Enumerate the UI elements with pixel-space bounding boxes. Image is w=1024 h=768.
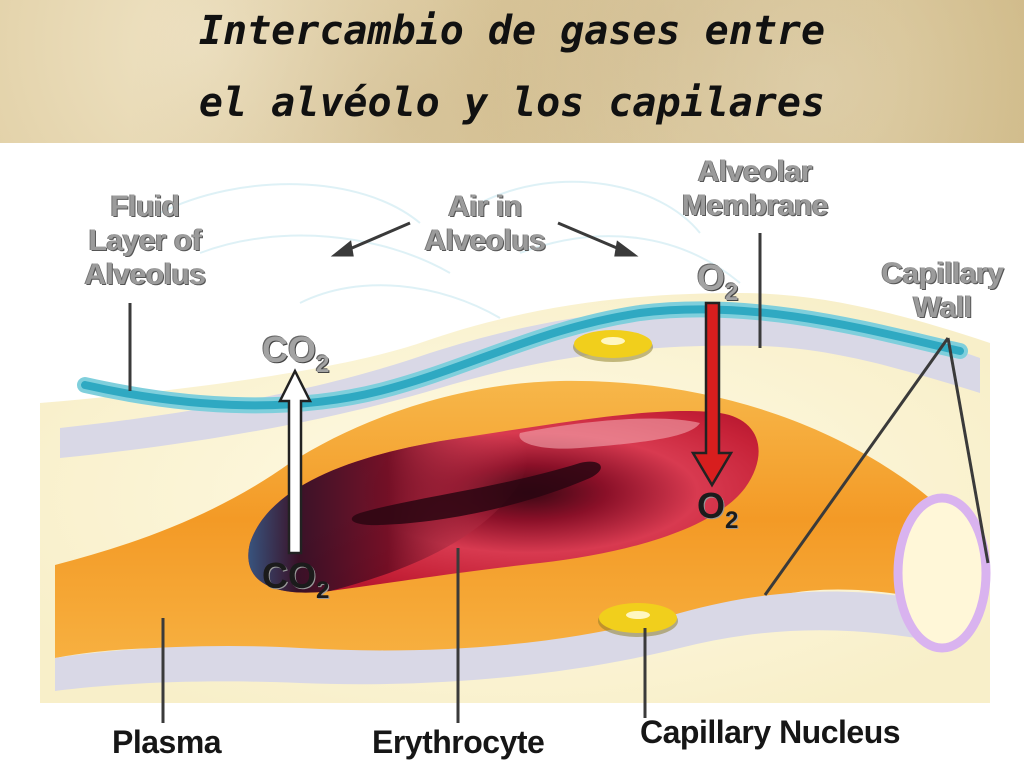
title-line-2: el alvéolo y los capilares <box>198 80 826 126</box>
capillary-wall-lower <box>55 591 945 691</box>
gas-label-o2-bottom: O2 <box>697 485 739 535</box>
title-line-1: Intercambio de gases entre <box>198 8 826 54</box>
capillary-nucleus-lower <box>598 603 678 637</box>
gas-exchange-illustration <box>40 180 991 723</box>
label-capillary-wall: Capillary Wall <box>881 257 1004 324</box>
label-plasma: Plasma <box>112 724 222 760</box>
o2-diffusion-arrow <box>690 301 734 488</box>
capillary-wall-ring <box>893 493 991 653</box>
capillary-nucleus-upper <box>573 330 653 362</box>
title-banner: Intercambio de gases entre el alvéolo y … <box>0 0 1024 143</box>
air-swirls <box>159 180 741 319</box>
air-pointer-arrows <box>330 221 639 257</box>
label-alveolar-membrane: Alveolar Membrane <box>681 155 829 222</box>
gas-label-co2-bottom: CO2 <box>262 555 330 605</box>
label-erythrocyte: Erythrocyte <box>372 724 545 760</box>
label-capillary-nucleus: Capillary Nucleus <box>640 714 901 750</box>
label-air-in-alveolus: Air in Alveolus <box>424 190 546 257</box>
label-fluid-layer: Fluid Layer of Alveolus <box>84 190 206 291</box>
gas-label-co2-top: CO2 <box>262 329 330 379</box>
pointer-lines <box>128 233 990 723</box>
gas-label-o2-top: O2 <box>697 257 739 307</box>
co2-diffusion-arrow <box>277 368 313 555</box>
